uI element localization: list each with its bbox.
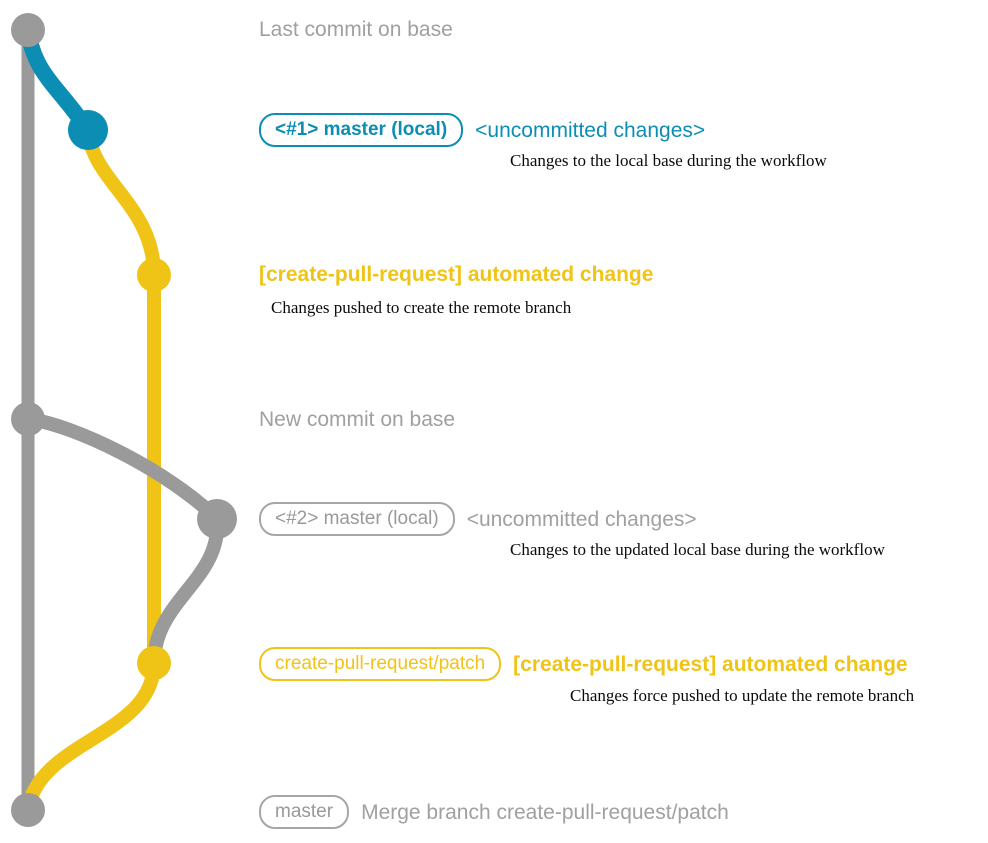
branch-badge-create-pull-request-patch[interactable]: create-pull-request/patch [259, 647, 502, 681]
commit-row-automated-change-1: [create-pull-request] automated change [259, 264, 653, 285]
commit-row-automated-change-2: create-pull-request/patch [create-pull-r… [259, 647, 908, 681]
commit-subject-uncommitted-2: <uncommitted changes> [466, 507, 697, 531]
commit-subject-automated-change-1: [create-pull-request] automated change [259, 263, 654, 286]
branch-badge-master-local-1[interactable]: <#1> master (local) [259, 113, 464, 147]
edge-basenew-to-local2 [21, 412, 224, 526]
commit-headline-new-commit-on-base: New commit on base [259, 408, 456, 431]
commit-subject-merge: Merge branch create-pull-request/patch [361, 800, 729, 824]
edge-automated2-to-merge [21, 656, 161, 817]
branch-badge-master-local-2[interactable]: <#2> master (local) [259, 502, 455, 536]
commit-headline-last-commit-on-base: Last commit on base [259, 18, 453, 41]
commit-node-base-last[interactable] [11, 13, 45, 47]
commit-node-local-1[interactable] [68, 110, 108, 150]
commit-note-automated-change-1: Changes pushed to create the remote bran… [271, 298, 572, 317]
branch-badge-master[interactable]: master [259, 795, 350, 829]
commit-row-local-uncommitted-2: <#2> master (local) <uncommitted changes… [259, 502, 697, 536]
commit-node-local-2[interactable] [197, 499, 237, 539]
commit-row-merge-commit: master Merge branch create-pull-request/… [259, 795, 729, 829]
commit-subject-uncommitted-1: <uncommitted changes> [475, 118, 706, 142]
commit-node-merge[interactable] [11, 793, 45, 827]
commit-node-base-new[interactable] [11, 402, 45, 436]
commit-subject-automated-change-2: [create-pull-request] automated change [513, 652, 908, 676]
commit-node-automated-1[interactable] [137, 258, 171, 292]
commit-note-local-uncommitted-2: Changes to the updated local base during… [510, 540, 885, 559]
commit-node-automated-2[interactable] [137, 646, 171, 680]
edge-local2-to-automated2 [147, 512, 225, 670]
commit-row-local-uncommitted-1: <#1> master (local) <uncommitted changes… [259, 113, 705, 147]
commit-note-automated-change-2: Changes force pushed to update the remot… [570, 686, 915, 705]
commit-note-local-uncommitted-1: Changes to the local base during the wor… [510, 151, 827, 170]
